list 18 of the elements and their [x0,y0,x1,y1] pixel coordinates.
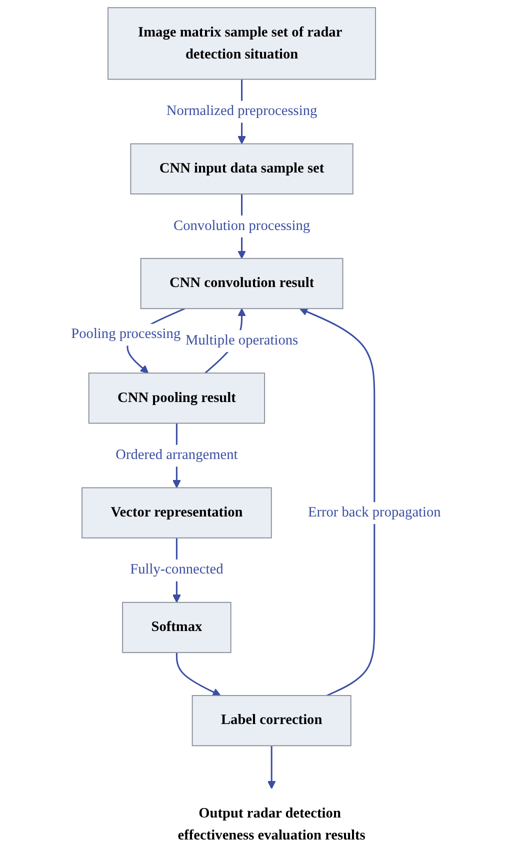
edge-label: Normalized preprocessing [166,104,318,119]
node-box: CNN input data sample set [130,143,354,194]
edge-label: Error back propagation [308,504,441,520]
arrow [176,652,221,696]
node-box: Softmax [122,602,232,654]
node-box: Image matrix sample set of radar detection situation [108,7,376,80]
node-text: Output radar detection effectiveness evaluation results [178,806,366,843]
arrow [299,308,376,696]
node-box: Vector representation [82,487,272,538]
edge-label: Fully-connected [130,562,224,578]
node-box: CNN pooling result [88,372,266,424]
edge-label: Ordered arrangement [116,448,238,463]
edge-label: Pooling processing [71,326,181,342]
edge-label: Multiple operations [185,332,298,348]
node-box: Label correction [192,695,352,746]
node-box: CNN convolution result [140,258,344,310]
edge-label: Convolution processing [174,218,310,234]
arrow [267,746,276,790]
